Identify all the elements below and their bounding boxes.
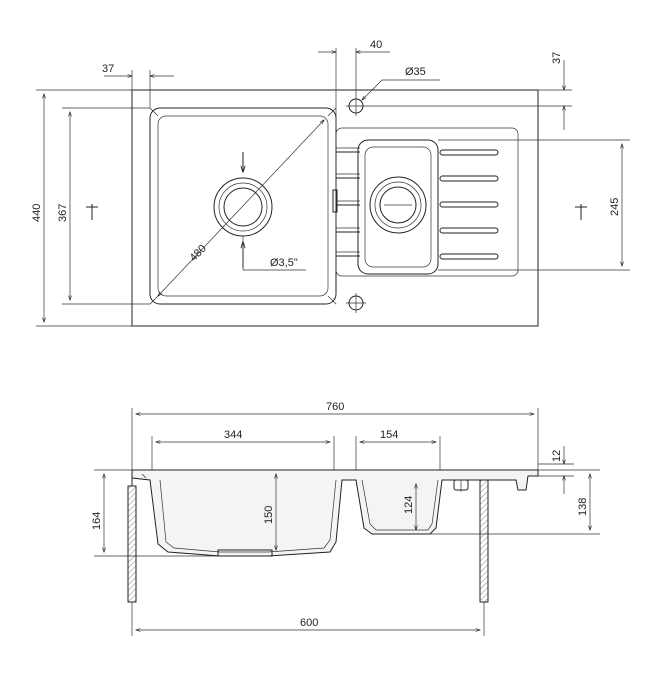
- small-bowl-height-label: 124: [403, 496, 415, 514]
- small-bowl-depth-side-label: 138: [577, 498, 589, 516]
- main-bowl-height-label: 150: [263, 506, 275, 524]
- dimension-drain-offset-top: 40: [318, 39, 390, 128]
- rim-thickness-label: 12: [551, 450, 563, 462]
- top-view: 480 Ø3,5": [31, 39, 630, 327]
- edge-right-top-label: 37: [551, 52, 563, 64]
- dimension-bowl-depth: 367: [57, 107, 150, 305]
- tap-hole-label: Ø35: [405, 66, 426, 78]
- bowl-depth-label: 367: [57, 204, 69, 222]
- dimension-edge-left-top: 37: [102, 63, 174, 108]
- dimension-small-bowl-width: 154: [355, 429, 441, 474]
- small-bowl-width-label: 154: [380, 429, 398, 441]
- dimension-overall-width: 760: [131, 401, 539, 472]
- main-bowl-width-label: 344: [224, 429, 242, 441]
- dimension-main-bowl-height: 150: [263, 474, 276, 550]
- sink-profile: [131, 469, 539, 557]
- dimension-small-bowl-depth-side: 138: [430, 469, 600, 535]
- dimension-drain-size: Ø3,5": [242, 236, 306, 271]
- dimension-rim-thickness: 12: [538, 446, 574, 494]
- dimension-cabinet-width: 600: [131, 602, 485, 636]
- dimension-small-bowl-depth: 245: [438, 139, 630, 271]
- sink-outline: [131, 89, 539, 327]
- dimension-overall-depth: 440: [31, 89, 132, 327]
- drain-size-label: Ø3,5": [270, 257, 298, 269]
- dimension-diagonal: 480: [158, 120, 324, 296]
- dimension-main-bowl-depth: 164: [91, 469, 218, 557]
- small-bowl-depth-label: 245: [609, 198, 621, 216]
- side-view: 760 344 154: [91, 401, 600, 636]
- cabinet-wall-right: [479, 479, 489, 603]
- edge-left-top-label: 37: [102, 63, 114, 75]
- small-bowl: [357, 139, 439, 275]
- dimension-main-bowl-width: 344: [151, 429, 335, 474]
- drainer-area: [332, 127, 519, 277]
- tap-holes: [346, 96, 366, 313]
- dimension-edge-right-top: 37: [366, 52, 572, 130]
- overall-width-label: 760: [326, 401, 344, 413]
- cabinet-width-label: 600: [300, 617, 318, 629]
- dimension-small-bowl-height: 124: [403, 484, 416, 530]
- drain-offset-top-label: 40: [370, 39, 382, 51]
- main-bowl-depth-label: 164: [91, 512, 103, 530]
- cabinet-wall-left: [127, 485, 137, 603]
- overall-depth-label: 440: [31, 204, 43, 222]
- dimension-tap-hole: Ø35: [362, 66, 440, 100]
